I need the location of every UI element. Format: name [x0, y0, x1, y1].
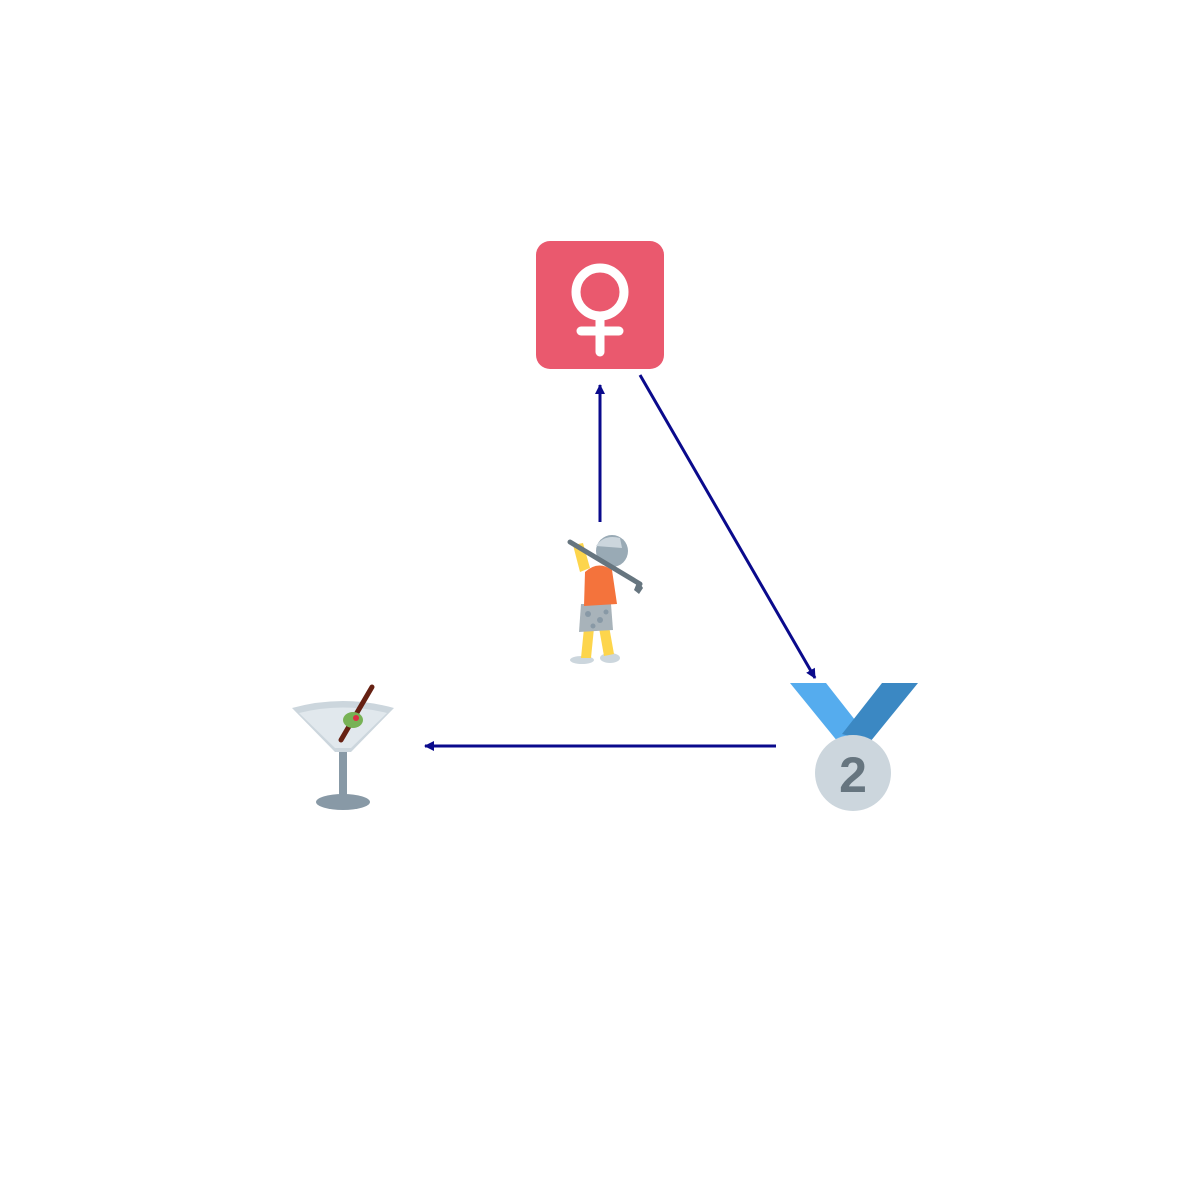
second-place-medal-icon: 2	[790, 683, 918, 811]
medal-label: 2	[839, 747, 867, 803]
cocktail-glass-icon	[292, 684, 394, 810]
edges	[424, 374, 817, 751]
female-sign-icon	[536, 241, 664, 369]
person-golfing-icon	[567, 535, 643, 664]
edge-female-sign-to-medal	[638, 374, 817, 679]
